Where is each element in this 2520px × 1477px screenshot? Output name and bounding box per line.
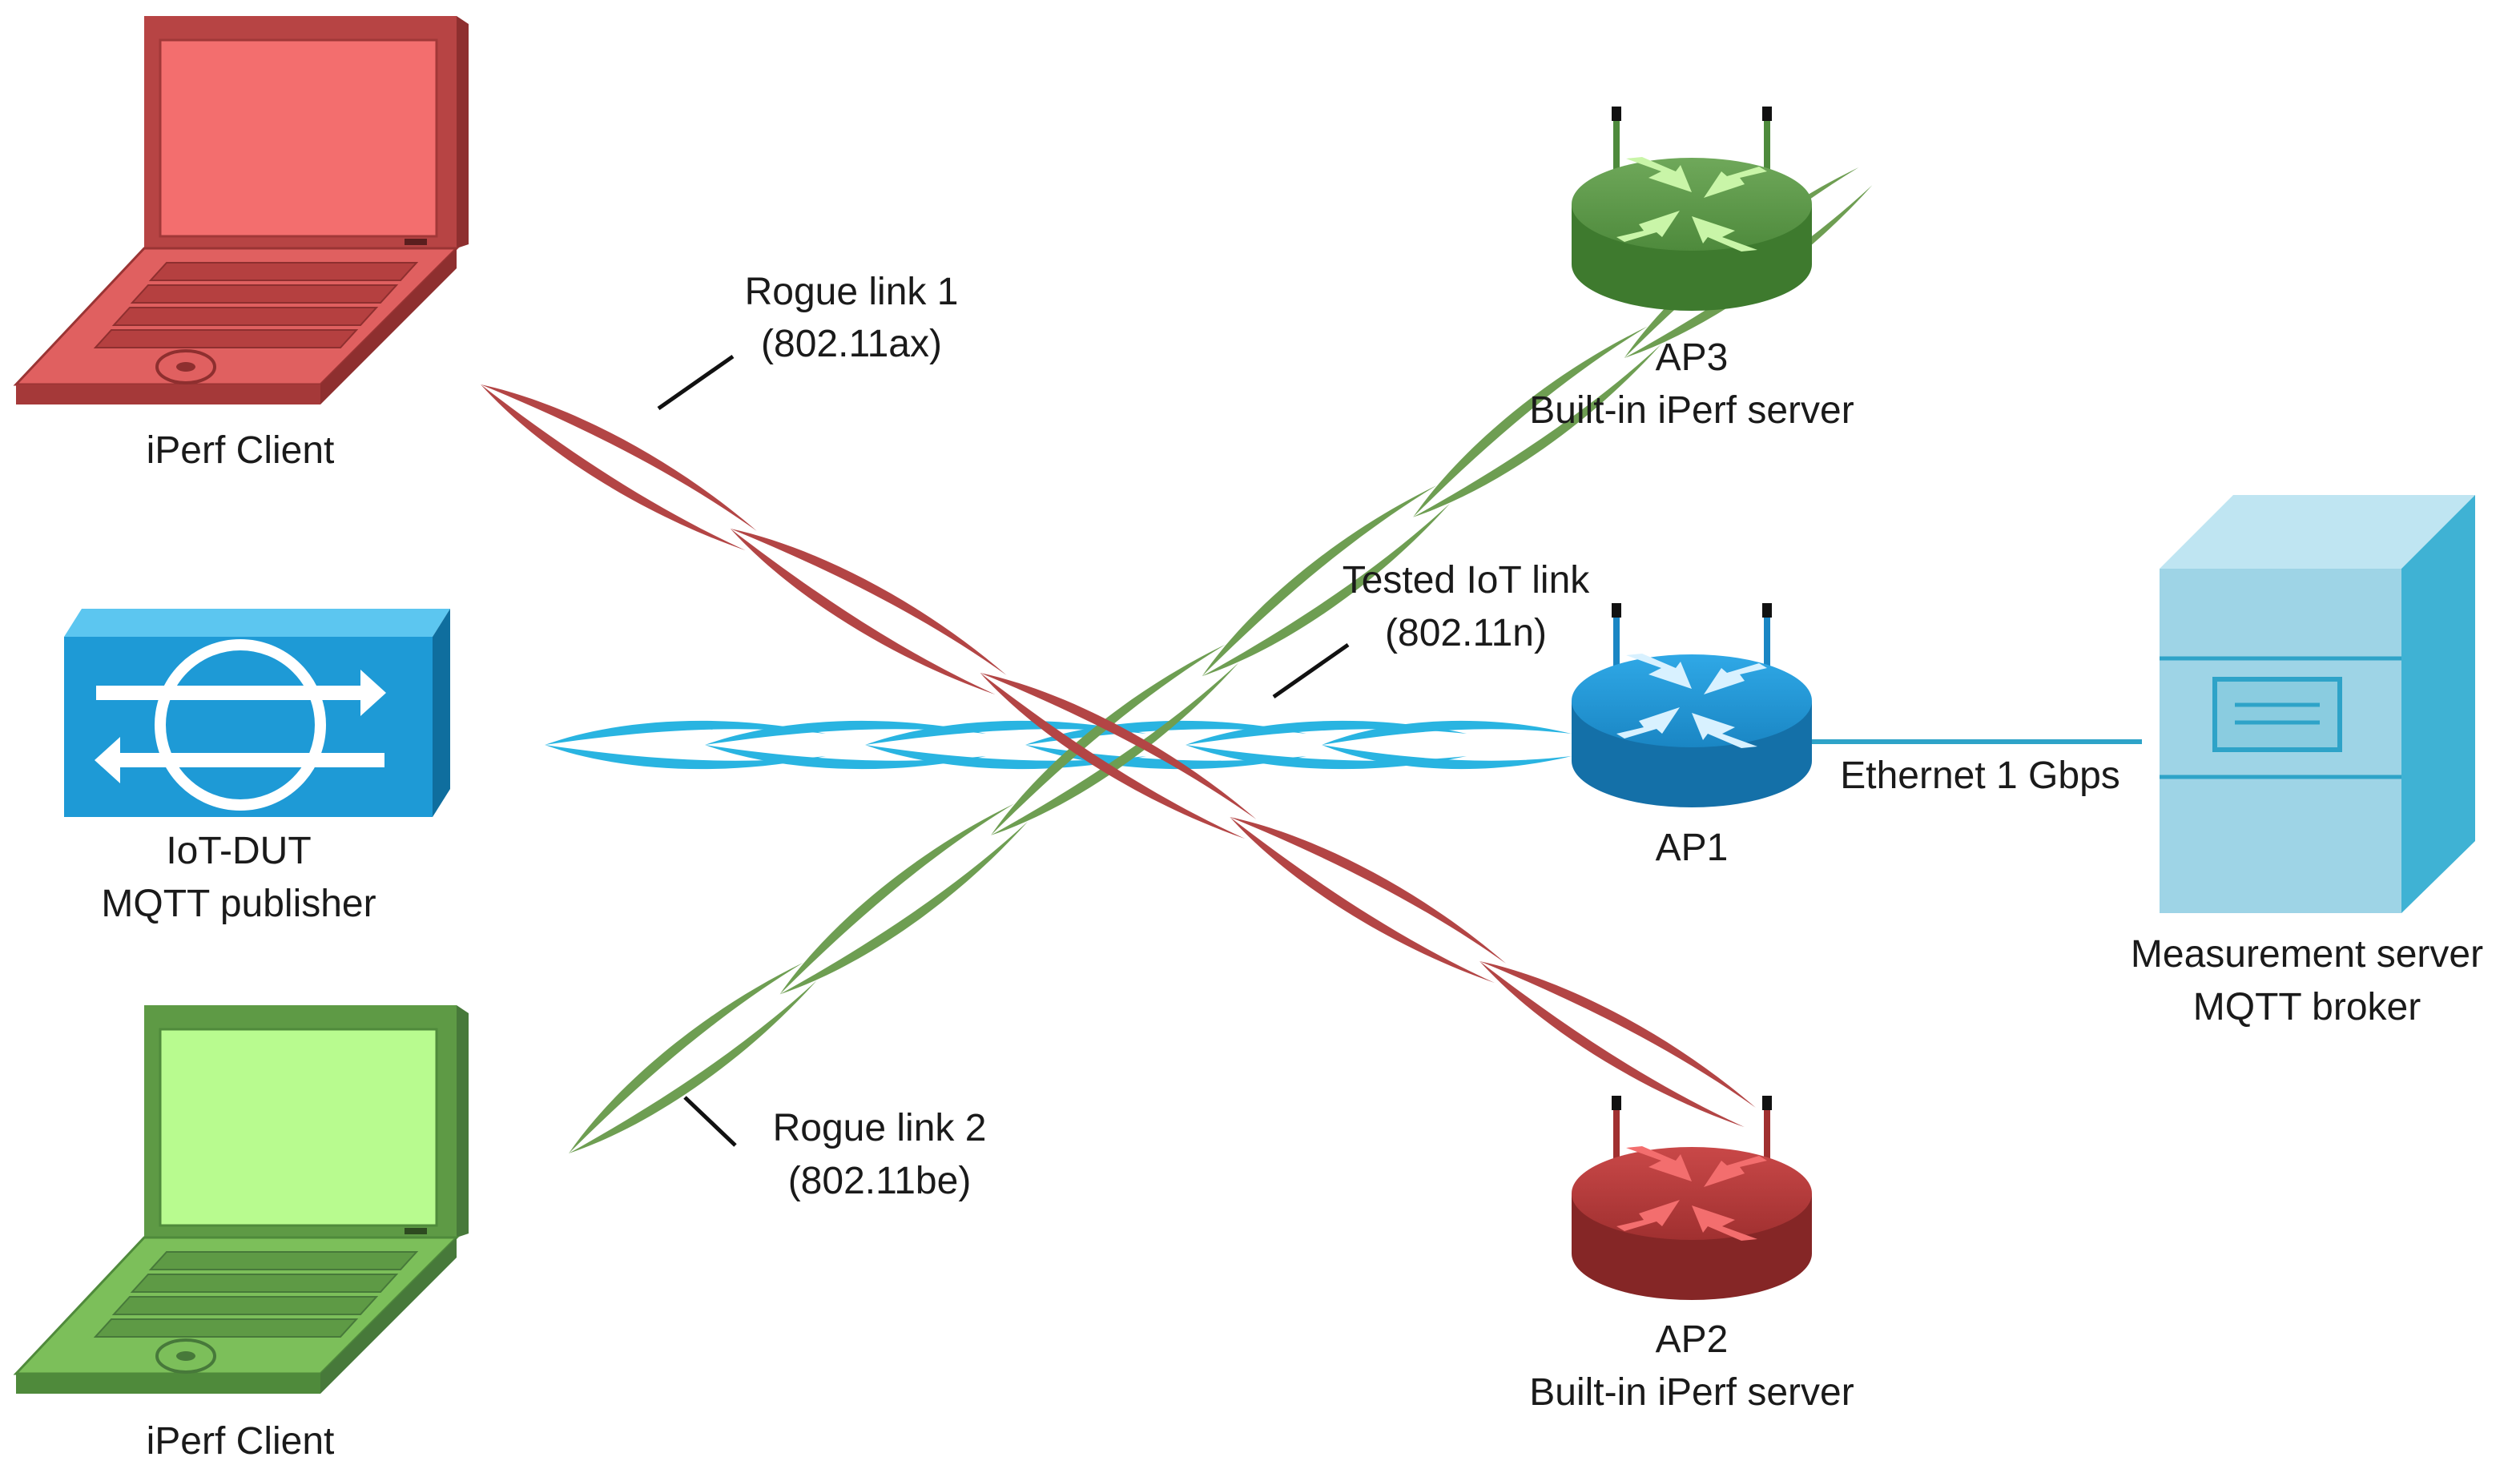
ap2-caption-line2: Built-in iPerf server <box>1529 1371 1854 1414</box>
rogue-link-1-label-line2: (802.11ax) <box>761 323 942 365</box>
ap3-router <box>1572 107 1812 311</box>
ap1-router <box>1572 603 1812 807</box>
ethernet-label: Ethernet 1 Gbps <box>1840 755 2120 797</box>
rogue-link-2-leader <box>683 1096 737 1147</box>
ap3-arrows-icon <box>1616 157 1767 252</box>
measurement-server <box>2160 495 2475 913</box>
ap3-caption-line1: AP3 <box>1656 336 1729 379</box>
iot-link-label-line1: Tested IoT link <box>1343 559 1591 602</box>
iperf-client-laptop-red <box>13 16 469 404</box>
rogue-link-1-waves <box>468 363 1762 1139</box>
iot-dut-caption-line2: MQTT publisher <box>101 883 376 925</box>
rogue-link-1-leader <box>657 354 735 411</box>
iperf-client-laptop-green <box>13 1005 469 1394</box>
iot-link-label-line2: (802.11n) <box>1385 612 1547 654</box>
server-caption-line1: Measurement server <box>2131 933 2483 976</box>
rogue-link-2-label-line2: (802.11be) <box>788 1160 972 1202</box>
ap2-arrows-icon <box>1616 1146 1767 1241</box>
ap1-caption: AP1 <box>1656 827 1729 869</box>
iot-dut-caption-line1: IoT-DUT <box>166 830 311 872</box>
iperf-client-bottom-caption: iPerf Client <box>147 1420 335 1463</box>
rogue-link-2-label-line1: Rogue link 2 <box>773 1107 987 1149</box>
rogue-link-1-label-line1: Rogue link 1 <box>745 271 959 313</box>
iot-link-leader <box>1272 642 1350 699</box>
ap2-router <box>1572 1096 1812 1300</box>
ap3-caption-line2: Built-in iPerf server <box>1529 389 1854 432</box>
iot-dut-device <box>64 609 450 817</box>
ap1-arrows-icon <box>1616 654 1767 748</box>
iperf-client-top-caption: iPerf Client <box>147 429 335 472</box>
server-caption-line2: MQTT broker <box>2193 986 2421 1028</box>
ap2-caption-line1: AP2 <box>1656 1318 1729 1361</box>
